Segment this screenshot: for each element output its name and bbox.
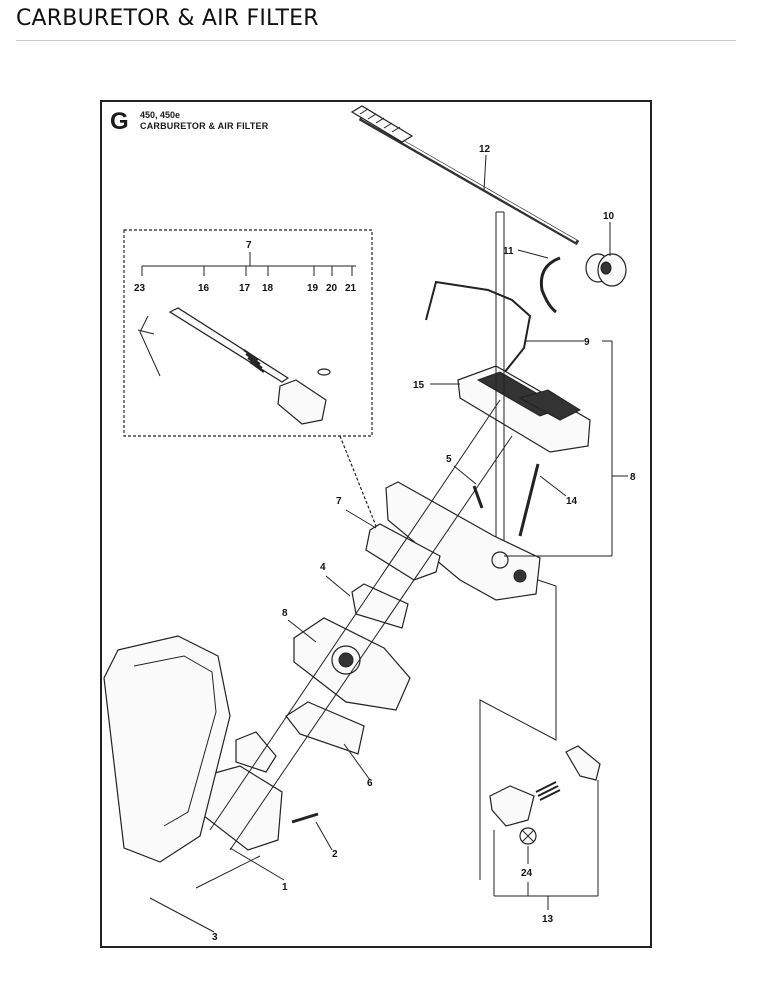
callout-5: 5 bbox=[446, 454, 452, 465]
throttle-rod-part bbox=[350, 105, 580, 246]
callout-23: 23 bbox=[134, 283, 146, 294]
carburetor-assembly bbox=[103, 211, 541, 863]
exploded-diagram: G 450, 450e CARBURETOR & AIR FILTER bbox=[100, 100, 652, 948]
callout-21: 20 bbox=[326, 283, 338, 294]
callout-4: 4 bbox=[320, 562, 326, 573]
callout-15: 14 bbox=[566, 496, 578, 507]
callout-13: 12 bbox=[479, 144, 491, 155]
callouts: 12 10 11 9 15 8 5 14 7 4 10 7 8 6 2 1 3 … bbox=[134, 144, 636, 943]
page-title: CARBURETOR & AIR FILTER bbox=[16, 6, 319, 31]
choke-knob-part bbox=[539, 253, 627, 314]
callout-7-detail: 7 bbox=[246, 240, 252, 251]
choke-assembly-part bbox=[479, 579, 601, 910]
callout-11: 10 bbox=[603, 211, 615, 222]
callout-24: 24 bbox=[521, 868, 533, 879]
callout-17: 16 bbox=[198, 283, 210, 294]
callout-2: 2 bbox=[332, 849, 338, 860]
callout-eight: 8 bbox=[282, 608, 288, 619]
callout-14: 13 bbox=[542, 914, 554, 925]
leader-lines bbox=[149, 154, 628, 933]
callout-1: 1 bbox=[282, 882, 288, 893]
callout-18: 17 bbox=[239, 283, 251, 294]
air-filter-part bbox=[457, 365, 591, 453]
callout-3: 3 bbox=[212, 932, 218, 943]
callout-10: 9 bbox=[584, 337, 590, 348]
model-label: 450, 450e bbox=[140, 110, 181, 120]
callout-12: 11 bbox=[503, 246, 514, 257]
callout-22: 21 bbox=[345, 283, 357, 294]
section-letter: G bbox=[110, 108, 129, 135]
callout-16: 15 bbox=[413, 380, 425, 391]
callout-7-main: 7 bbox=[336, 496, 342, 507]
page-header: CARBURETOR & AIR FILTER bbox=[16, 6, 736, 41]
callout-20: 19 bbox=[307, 283, 319, 294]
callout-6: 6 bbox=[367, 778, 373, 789]
callout-9: 8 bbox=[630, 472, 636, 483]
callout-19: 18 bbox=[262, 283, 274, 294]
wire-clip-part bbox=[425, 280, 532, 379]
diagram-title: CARBURETOR & AIR FILTER bbox=[140, 121, 269, 131]
detail-box bbox=[123, 229, 377, 527]
